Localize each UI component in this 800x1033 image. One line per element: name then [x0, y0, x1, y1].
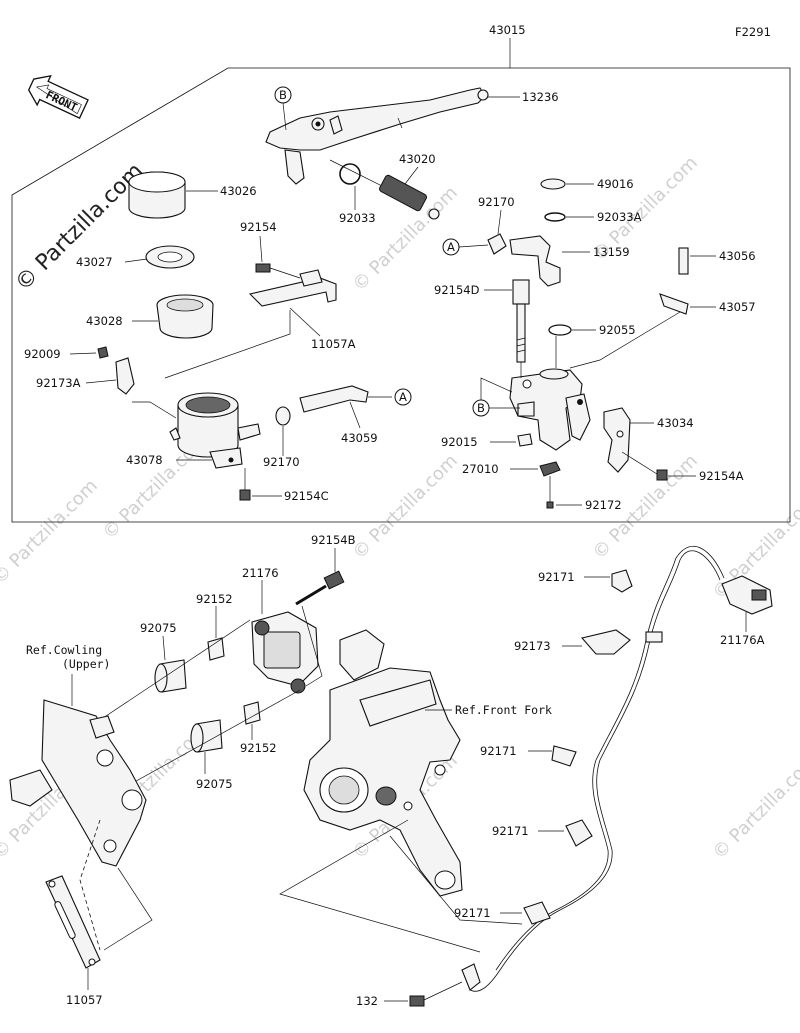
assembly-frame — [11, 67, 791, 523]
ref-cowling-line2: (Upper) — [62, 657, 110, 671]
plate-11057 — [45, 875, 101, 969]
grommet-upper — [154, 659, 187, 693]
callout-43015: 43015 — [489, 23, 526, 37]
callout-43034: 43034 — [657, 416, 694, 430]
ref-cowling-line1: Ref.Cowling — [26, 643, 102, 657]
bolt-92154b — [295, 570, 345, 606]
callout-21176: 21176 — [242, 566, 279, 580]
callout-92015: 92015 — [441, 435, 478, 449]
diaphragm — [156, 294, 214, 339]
sensor-21176 — [251, 611, 319, 694]
callout-43026: 43026 — [220, 184, 257, 198]
callout-92173a: 92173A — [36, 376, 81, 390]
sensor-harness — [461, 546, 773, 992]
callout-92154d: 92154D — [434, 283, 480, 297]
callout-43059: 43059 — [341, 431, 378, 445]
callout-92075-upper: 92075 — [140, 621, 177, 635]
callout-13236: 13236 — [522, 90, 559, 104]
callout-132: 132 — [356, 994, 378, 1008]
front-arrow-badge: FRONT — [27, 75, 89, 119]
callout-13159: 13159 — [593, 245, 630, 259]
marker-a-left: A — [399, 390, 407, 404]
callout-92033: 92033 — [339, 211, 376, 225]
watermark: © Partzilla.com — [349, 450, 462, 563]
watermark: © Partzilla.com — [709, 750, 800, 863]
callout-92075-lower: 92075 — [196, 777, 233, 791]
bracket-11057a — [248, 263, 337, 307]
callout-92033a: 92033A — [597, 210, 642, 224]
callout-92172: 92172 — [585, 498, 622, 512]
watermark: © Partzilla.com — [0, 475, 102, 588]
callout-21176a: 21176A — [720, 633, 765, 647]
ref-front-fork: Ref.Front Fork — [455, 703, 552, 717]
callout-92154a: 92154A — [699, 469, 744, 483]
callout-49016: 49016 — [597, 177, 634, 191]
callout-43020: 43020 — [399, 152, 436, 166]
callout-11057a: 11057A — [311, 337, 356, 351]
callout-92170-upper: 92170 — [478, 195, 515, 209]
marker-b-lower: B — [477, 401, 485, 415]
callout-43056: 43056 — [719, 249, 756, 263]
callout-92171-a: 92171 — [538, 570, 575, 584]
watermark-main: © Partzilla.com — [11, 159, 149, 297]
marker-a-right: A — [447, 240, 455, 254]
reservoir — [169, 392, 261, 469]
callout-27010: 27010 — [462, 462, 499, 476]
callout-43027: 43027 — [76, 255, 113, 269]
callout-92009: 92009 — [24, 347, 61, 361]
callout-92170-lower: 92170 — [263, 455, 300, 469]
callout-92171-b: 92171 — [480, 744, 517, 758]
callout-92171-c: 92171 — [492, 824, 529, 838]
callout-43057: 43057 — [719, 300, 756, 314]
grommet-lower — [190, 719, 223, 753]
callout-92152-lower: 92152 — [240, 741, 277, 755]
callout-92173: 92173 — [514, 639, 551, 653]
cowling-bracket — [9, 699, 147, 867]
marker-b-top: B — [279, 88, 287, 102]
callout-92171-d: 92171 — [454, 906, 491, 920]
callout-92152-upper: 92152 — [196, 592, 233, 606]
callout-43078: 43078 — [126, 453, 163, 467]
brake-lever — [265, 87, 489, 185]
figure-code: F2291 — [735, 25, 771, 39]
callout-92154: 92154 — [240, 220, 277, 234]
long-bolt — [512, 279, 530, 363]
callout-92055: 92055 — [599, 323, 636, 337]
callout-92154c: 92154C — [284, 489, 329, 503]
reservoir-cap — [128, 171, 186, 219]
master-cylinder — [509, 368, 591, 451]
callout-11057: 11057 — [66, 993, 103, 1007]
callout-92154b: 92154B — [311, 533, 356, 547]
callout-43028: 43028 — [86, 314, 123, 328]
front-fork-bracket — [303, 629, 463, 897]
